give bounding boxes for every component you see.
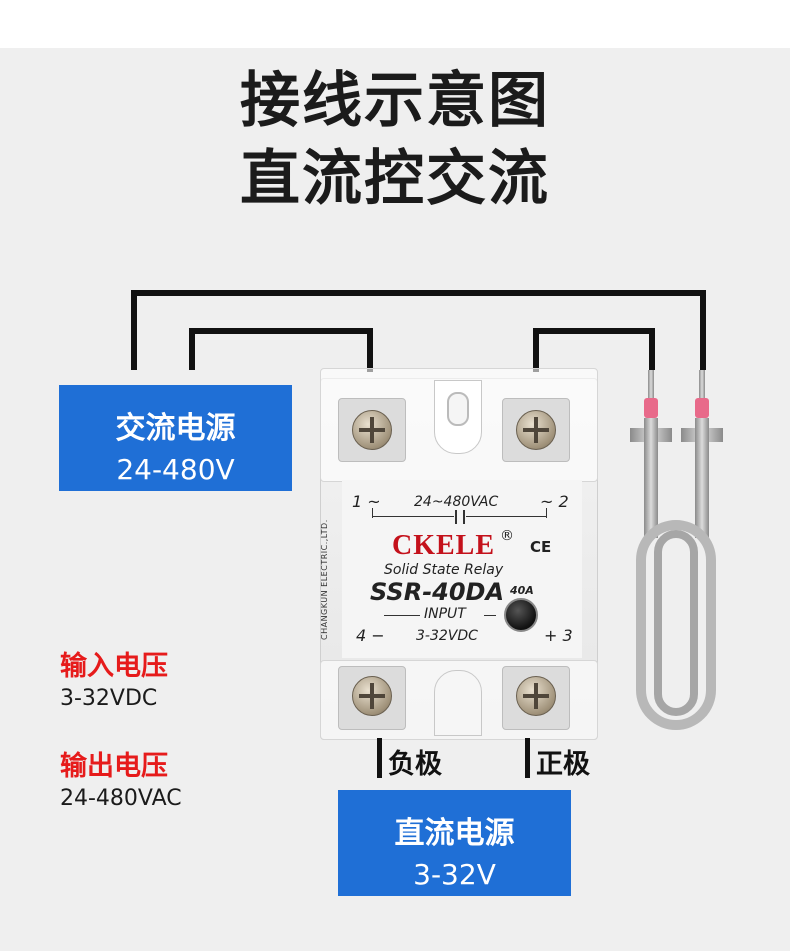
relay-terminal-1-label: 1 ~: [352, 492, 381, 511]
output-voltage-label: 输出电压: [60, 751, 168, 782]
wire-inner-top: [189, 328, 373, 334]
wire-right-relay-drop: [533, 328, 539, 372]
negative-pole-label: 负极: [388, 749, 442, 780]
positive-pole-bar: [525, 738, 530, 778]
heater-right-insulator: [695, 398, 709, 418]
heater-left-stem: [644, 418, 658, 538]
input-bracket-right: [484, 615, 496, 616]
positive-pole-label: 正极: [536, 749, 590, 780]
negative-pole-bar: [377, 738, 382, 778]
heater-loop: [636, 520, 716, 730]
wire-right-top: [533, 328, 655, 334]
output-voltage-value: 24-480VAC: [60, 786, 182, 811]
relay-terminal-2-label: ~ 2: [540, 492, 569, 511]
relay-brand: CKELE: [392, 530, 496, 561]
relay-model: SSR-40DA: [370, 578, 505, 606]
wire-right-heater-drop: [649, 328, 655, 370]
ac-source-box: 交流电源 24-480V: [59, 385, 292, 491]
top-mounting-hole: [447, 392, 469, 426]
top-band: [0, 0, 790, 48]
heater-left-lead: [648, 370, 654, 410]
relay-input-rating: 3-32VDC: [416, 628, 478, 644]
screw-terminal-4: [352, 676, 392, 716]
wire-outer-right-vertical: [700, 290, 706, 370]
relay-input-label: INPUT: [424, 606, 466, 622]
relay-subtitle: Solid State Relay: [384, 562, 504, 578]
bottom-mounting-slot: [434, 670, 482, 736]
relay-face-plate: [342, 480, 582, 658]
page-title: 接线示意图: [240, 66, 550, 136]
heater-loop-inner: [654, 530, 698, 716]
dc-source-label: 直流电源: [394, 816, 515, 851]
input-voltage-label: 输入电压: [60, 651, 168, 682]
relay-terminal-4-label: 4 −: [356, 626, 385, 645]
output-bracket-left: [372, 516, 454, 517]
ce-mark: CE: [530, 538, 552, 556]
dc-source-box: 直流电源 3-32V: [338, 790, 571, 896]
heater-right-stem: [695, 418, 709, 538]
screw-terminal-2: [516, 410, 556, 450]
ac-source-label: 交流电源: [115, 411, 236, 446]
status-led-indicator: [504, 598, 538, 632]
heater-left-insulator: [644, 398, 658, 418]
heater-right-lead: [699, 370, 705, 410]
screw-terminal-1: [352, 410, 392, 450]
wire-inner-left-vertical: [189, 328, 195, 370]
input-voltage-value: 3-32VDC: [60, 686, 158, 711]
page-subtitle: 直流控交流: [240, 144, 550, 214]
wire-inner-relay-drop: [367, 328, 373, 372]
relay-manufacturer-print: CHANGKUN ELECTRIC.,LTD.: [320, 519, 329, 640]
dc-source-value: 3-32V: [413, 858, 496, 891]
ac-source-value: 24-480V: [116, 453, 235, 486]
relay-output-rating: 24~480VAC: [414, 494, 499, 510]
capacitor-symbol-right: [463, 510, 465, 524]
wire-outer-left-vertical: [131, 290, 137, 370]
output-bracket-left-tick: [372, 508, 373, 518]
screw-terminal-3: [516, 676, 556, 716]
wire-outer-top: [131, 290, 706, 296]
output-bracket-right-tick: [546, 508, 547, 518]
registered-mark: ®: [500, 528, 514, 544]
relay-current-rating: 40A: [510, 584, 534, 597]
capacitor-symbol-left: [455, 510, 457, 524]
output-bracket-right: [466, 516, 546, 517]
input-bracket-left: [384, 615, 420, 616]
relay-terminal-3-label: + 3: [544, 626, 573, 645]
